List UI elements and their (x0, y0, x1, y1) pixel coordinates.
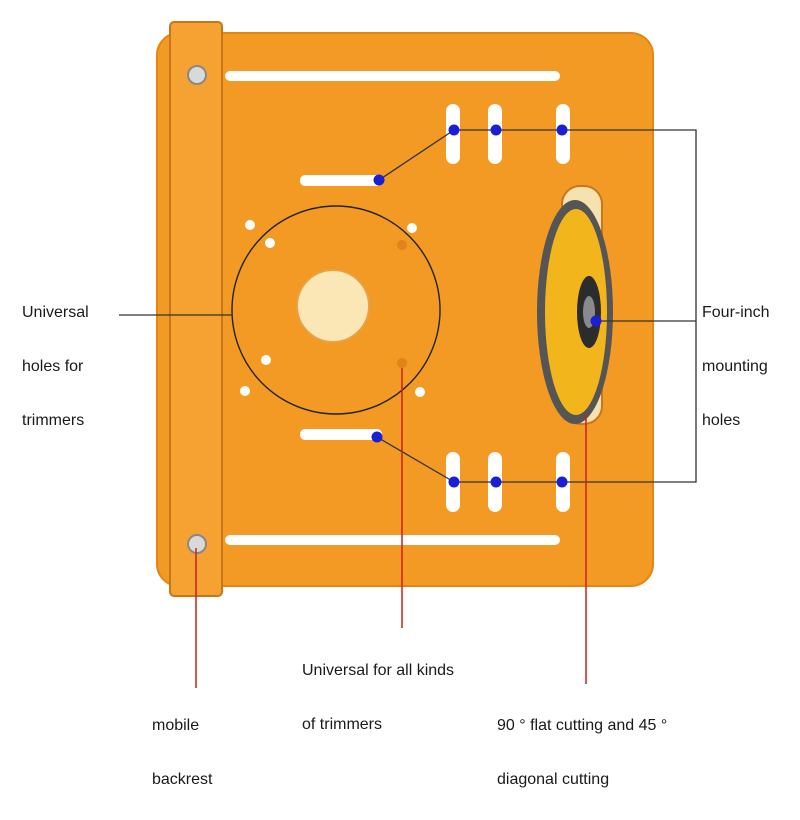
label-mobile-backrest: mobile backrest (152, 685, 212, 820)
label-line: trimmers (22, 412, 85, 429)
upper-short-slot (300, 175, 382, 186)
marker (556, 124, 568, 136)
label-line: mobile (152, 717, 200, 734)
red-leader-lines (195, 368, 587, 688)
lower-short-slot (300, 429, 382, 440)
bottom-long-slot (225, 535, 560, 545)
label-line: diagonal cutting (497, 771, 610, 788)
trimmer-hole (397, 358, 407, 368)
trimmer-hole (240, 386, 250, 396)
trimmer-center-hole (296, 269, 370, 343)
marker (448, 124, 460, 136)
top-long-slot (225, 71, 560, 81)
trimmer-hole (245, 220, 255, 230)
label-line: Universal for all kinds (302, 662, 455, 679)
backrest-screw-top (187, 65, 207, 85)
trimmer-hole (265, 238, 275, 248)
trimmer-hole (415, 387, 425, 397)
marker (490, 476, 502, 488)
label-line: 90 ° flat cutting and 45 ° (497, 717, 668, 734)
callout-markers (371, 124, 602, 488)
marker (448, 476, 460, 488)
mobile-backrest-bar (169, 21, 223, 597)
marker (371, 431, 383, 443)
aluminum-plate (156, 32, 654, 587)
marker (590, 315, 602, 327)
label-flat-cutting: 90 ° flat cutting and 45 ° diagonal cutt… (497, 685, 667, 820)
marker (490, 124, 502, 136)
label-line: Universal (22, 304, 89, 321)
label-four-inch: Four-inch mounting holes (702, 272, 770, 461)
label-universal-holes: Universal holes for trimmers (22, 272, 89, 461)
router-table-plate-diagram (119, 21, 697, 688)
label-line: holes for (22, 358, 84, 375)
trimmer-hole (407, 223, 417, 233)
label-line: Four-inch (702, 304, 770, 321)
backrest-screw-bottom (187, 534, 207, 554)
marker (556, 476, 568, 488)
trimmer-hole (261, 355, 271, 365)
marker (373, 174, 385, 186)
trimmer-hole (397, 240, 407, 250)
label-universal-all: Universal for all kinds of trimmers (302, 630, 454, 765)
label-line: mounting (702, 358, 768, 375)
label-line: backrest (152, 771, 213, 788)
trimmer-mount-circle (231, 205, 441, 415)
label-line: holes (702, 412, 741, 429)
saw-blade (537, 200, 613, 424)
label-line: of trimmers (302, 716, 382, 733)
